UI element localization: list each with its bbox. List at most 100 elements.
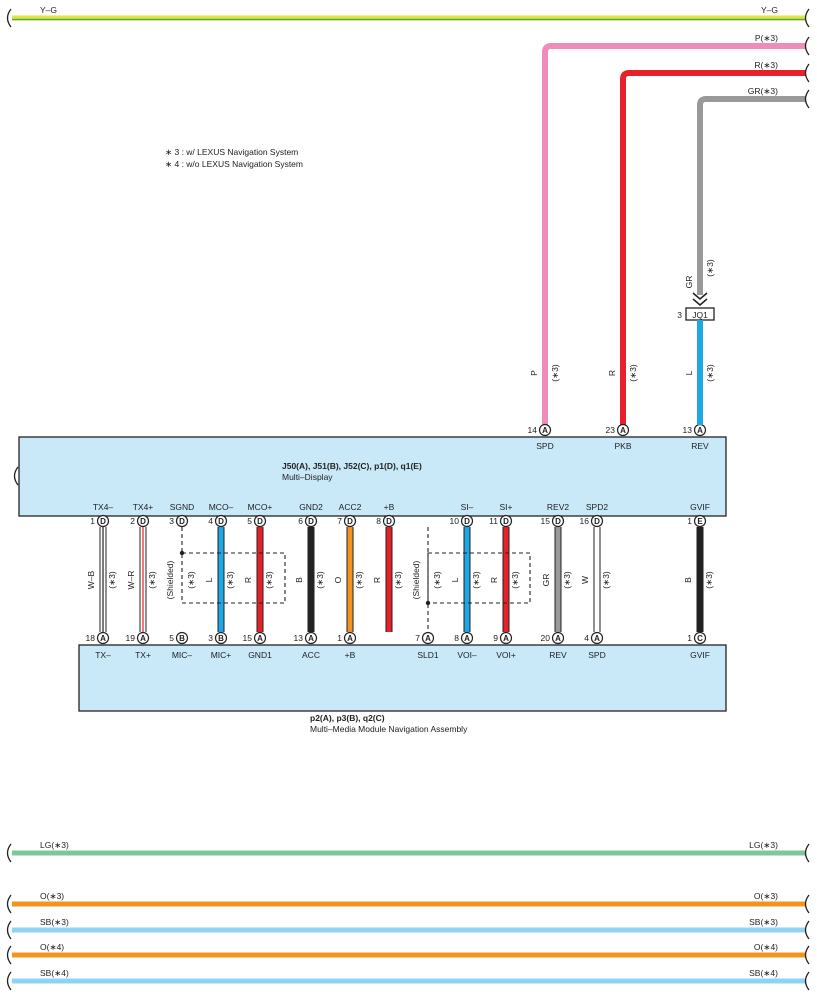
feed-wire-label: GR(∗3): [748, 86, 778, 96]
media-module-top-pin-label: TX+: [135, 650, 151, 660]
multi-display-bottom-pin-number: 8: [376, 516, 381, 526]
media-module-top-pin-number: 18: [86, 633, 96, 643]
shield-label: (Shielded): [411, 560, 421, 599]
media-module-top-pin-label: REV: [549, 650, 567, 660]
wire-break-left: [6, 843, 12, 863]
media-module-top-pin-conn: A: [308, 634, 314, 643]
multi-display-top-pin-number: 13: [683, 425, 693, 435]
multi-display-bottom-pin-circle: [499, 514, 513, 528]
harness-wire-note: (∗3): [562, 571, 572, 589]
multi-display-bottom-pin-conn: D: [347, 517, 353, 526]
multi-display-bottom-pin-conn: D: [555, 517, 561, 526]
note-line-2: ∗ 4 : w/o LEXUS Navigation System: [165, 159, 303, 169]
box-break-left: [13, 466, 19, 486]
feed-wire-code: P: [529, 370, 539, 376]
multi-display-bottom-pin-circle: [382, 514, 396, 528]
media-module-top-pin-label: GND1: [248, 650, 272, 660]
media-module-top-pin-conn: A: [425, 634, 431, 643]
multi-display-box: [18, 436, 727, 517]
multi-display-bottom-pin-circle: [136, 514, 150, 528]
multi-display-bottom-pin-label: +B: [384, 502, 395, 512]
multi-display-bottom-pin-number: 2: [130, 516, 135, 526]
multi-display-bottom-pin-label: SGND: [170, 502, 195, 512]
media-module-top-pin-number: 15: [243, 633, 253, 643]
harness-wire-code: W–B: [86, 570, 96, 589]
bus-wire-label-right: O(∗4): [754, 942, 778, 952]
multi-display-top-pin-label: SPD: [536, 441, 553, 451]
multi-display-bottom-pin-circle: [304, 514, 318, 528]
multi-display-top-pin-circle: [538, 423, 552, 437]
feed-wire-code: L: [684, 370, 694, 375]
multi-display-bottom-pin-number: 1: [687, 516, 692, 526]
wire-break-left: [6, 8, 12, 28]
feed-wire-code: R: [607, 370, 617, 376]
multi-display-bottom-pin-conn: D: [218, 517, 224, 526]
harness-wire-note: (∗3): [393, 571, 403, 589]
multi-display-top-pin-conn: A: [697, 426, 703, 435]
media-module-top-pin-number: 13: [294, 633, 304, 643]
media-module-top-pin-circle: [460, 631, 474, 645]
note-line-1: ∗ 3 : w/ LEXUS Navigation System: [165, 147, 298, 157]
wire-break-right: [804, 894, 810, 914]
bus-wire-label-left: Y–G: [40, 5, 57, 15]
media-module-top-pin-label: +B: [345, 650, 356, 660]
harness-wire-code: W–R: [126, 571, 136, 590]
bus-wire-label-right: SB(∗4): [749, 968, 778, 978]
harness-wire-code: L: [450, 577, 460, 582]
shield-note: (∗3): [186, 571, 196, 589]
bus-wire-label-left: LG(∗3): [40, 840, 69, 850]
junction-wire-code: GR: [684, 276, 694, 289]
multi-display-bottom-pin-label: TX4+: [133, 502, 154, 512]
media-module-top-pin-label: TX–: [95, 650, 111, 660]
multi-display-bottom-pin-conn: D: [308, 517, 314, 526]
multi-display-bottom-pin-conn: D: [464, 517, 470, 526]
multi-display-bottom-pin-label: MCO+: [248, 502, 273, 512]
wire-break-right: [804, 63, 810, 83]
shield-outline: [427, 552, 531, 604]
multi-display-top-pin-label: PKB: [614, 441, 631, 451]
bus-wire-label-left: O(∗4): [40, 942, 64, 952]
shield-label: (Shielded): [165, 560, 175, 599]
media-module-top-pin-label: SPD: [588, 650, 605, 660]
media-module-top-pin-circle: [551, 631, 565, 645]
multi-display-bottom-pin-label: SI+: [500, 502, 513, 512]
media-module-top-pin-label: MIC–: [172, 650, 193, 660]
multi-display-connectors: J50(A), J51(B), J52(C), p1(D), q1(E): [282, 461, 422, 471]
media-module-top-pin-conn: A: [347, 634, 353, 643]
multi-display-bottom-pin-conn: D: [140, 517, 146, 526]
multi-display-bottom-pin-circle: [551, 514, 565, 528]
media-module-top-pin-conn: A: [594, 634, 600, 643]
feed-wire: [620, 70, 806, 425]
feed-wire: [542, 43, 806, 425]
media-module-top-pin-label: MIC+: [211, 650, 232, 660]
bus-wire-label-right: O(∗3): [754, 891, 778, 901]
wire-break-left: [6, 894, 12, 914]
media-module-name: Multi–Media Module Navigation Assembly: [310, 724, 468, 734]
bus-wire-label-left: O(∗3): [40, 891, 64, 901]
harness-wire-code: R: [489, 577, 499, 583]
media-module-top-pin-label: VOI+: [496, 650, 516, 660]
media-module-top-pin-circle: [693, 631, 707, 645]
feed-wire-label: R(∗3): [754, 60, 778, 70]
media-module-top-pin-number: 1: [337, 633, 342, 643]
media-module-top-pin-circle: [96, 631, 110, 645]
multi-display-bottom-pin-conn: D: [503, 517, 509, 526]
multi-display-bottom-pin-conn: E: [697, 517, 703, 526]
bus-wire-label-right: LG(∗3): [749, 840, 778, 850]
multi-display-top-pin-conn: A: [620, 426, 626, 435]
wire-break-right: [804, 920, 810, 940]
media-module-top-pin-conn: A: [257, 634, 263, 643]
notes-layer: ∗ 3 : w/ LEXUS Navigation System ∗ 4 : w…: [165, 147, 303, 169]
media-module-top-pin-circle: [253, 631, 267, 645]
feed-wire-label: P(∗3): [755, 33, 778, 43]
media-module-top-pin-circle: [590, 631, 604, 645]
media-module-top-pin-circle: [421, 631, 435, 645]
media-module-top-pin-label: ACC: [302, 650, 320, 660]
harness-wire-note: (∗3): [147, 571, 157, 589]
multi-display-bottom-pin-circle: [214, 514, 228, 528]
wire-break-right: [804, 36, 810, 56]
harness-wire-code: R: [372, 577, 382, 583]
media-module-top-pin-label: SLD1: [417, 650, 439, 660]
